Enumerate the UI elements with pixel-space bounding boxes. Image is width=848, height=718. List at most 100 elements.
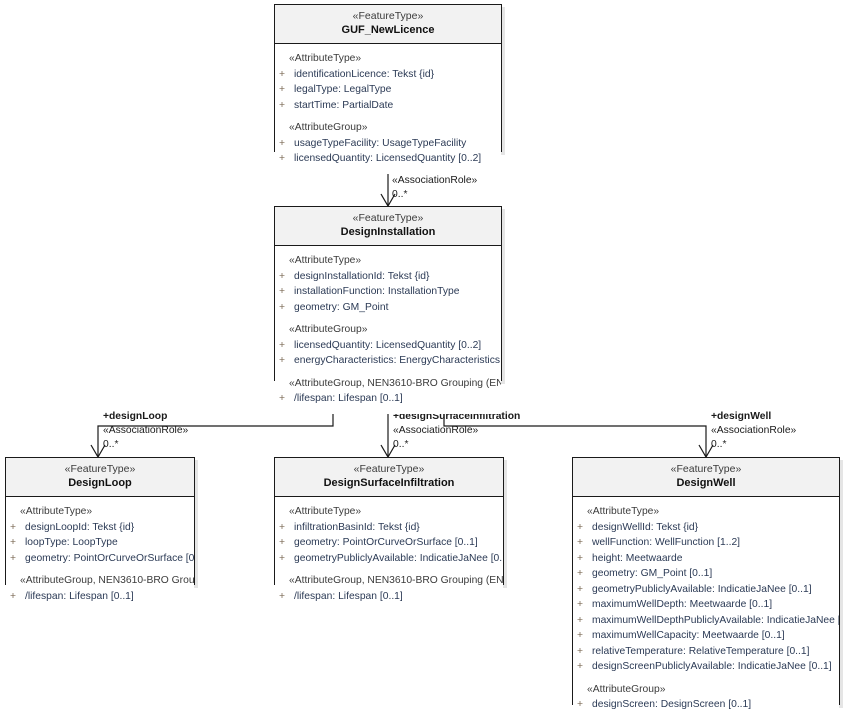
- attribute-text: maximumWellCapacity: Meetwaarde [0..1]: [592, 630, 785, 641]
- attribute-row[interactable]: + geometry: GM_Point: [275, 300, 501, 316]
- attribute-group-label: «AttributeGroup, NEN3610-BRO Grouping (E…: [289, 377, 501, 389]
- association-role-name: +designWell: [711, 411, 772, 422]
- class-box-designsurfaceinfiltration[interactable]: «FeatureType» DesignSurfaceInfiltration …: [274, 457, 504, 611]
- attribute-row[interactable]: + infiltrationBasinId: Tekst {id}: [275, 520, 503, 536]
- visibility-marker: +: [9, 590, 16, 602]
- class-box-guf-newlicence[interactable]: «FeatureType» GUF_NewLicence «AttributeT…: [274, 4, 502, 174]
- visibility-marker: +: [576, 599, 583, 610]
- class-header-designwell: «FeatureType» DesignWell: [573, 458, 839, 497]
- attribute-row[interactable]: + designLoopId: Tekst {id}: [6, 520, 194, 536]
- visibility-marker: +: [9, 537, 16, 548]
- class-name: DesignSurfaceInfiltration: [323, 477, 455, 489]
- class-name: DesignWell: [676, 477, 736, 489]
- class-header-guf-newlicence: «FeatureType» GUF_NewLicence: [275, 5, 501, 44]
- attribute-text: maximumWellDepth: Meetwaarde [0..1]: [592, 599, 773, 610]
- class-body-designsurfaceinfiltration: «AttributeType» + infiltrationBasinId: T…: [275, 497, 503, 611]
- attribute-text: legalType: LegalType: [294, 84, 392, 95]
- class-stereotype: «FeatureType»: [353, 463, 425, 475]
- attribute-row[interactable]: + maximumWellCapacity: Meetwaarde [0..1]: [573, 628, 839, 644]
- attribute-row[interactable]: + licensedQuantity: LicensedQuantity [0.…: [275, 151, 501, 167]
- attribute-row[interactable]: + designScreenPubliclyAvailable: Indicat…: [573, 659, 839, 675]
- attribute-text: /lifespan: Lifespan [0..1]: [294, 590, 403, 602]
- class-body-designinstallation: «AttributeType» + designInstallationId: …: [275, 246, 501, 414]
- attribute-row[interactable]: + wellFunction: WellFunction [1..2]: [573, 535, 839, 551]
- association-stereotype: «AssociationRole»: [711, 425, 797, 436]
- attribute-row[interactable]: + legalType: LegalType: [275, 82, 501, 98]
- association-stereotype: «AssociationRole»: [393, 425, 479, 436]
- association-role-name: +designSurfaceInfiltration: [393, 411, 521, 422]
- attribute-text: loopType: LoopType: [25, 537, 118, 548]
- attribute-text: height: Meetwaarde: [592, 552, 683, 564]
- attribute-row[interactable]: + geometryPubliclyAvailable: IndicatieJa…: [573, 582, 839, 598]
- association-multiplicity: 0..*: [392, 189, 408, 200]
- class-body-designloop: «AttributeType» + designLoopId: Tekst {i…: [6, 497, 194, 611]
- attribute-row[interactable]: + relativeTemperature: RelativeTemperatu…: [573, 644, 839, 660]
- attribute-group-label: «AttributeType»: [289, 255, 362, 266]
- visibility-marker: +: [576, 645, 583, 657]
- attribute-text: infiltrationBasinId: Tekst {id}: [294, 521, 420, 533]
- attribute-row[interactable]: + maximumWellDepthPubliclyAvailable: Ind…: [573, 613, 839, 629]
- attribute-group-label: «AttributeType»: [289, 506, 362, 517]
- visibility-marker: +: [576, 614, 583, 626]
- attribute-row[interactable]: + usageTypeFacility: UsageTypeFacility: [275, 136, 501, 152]
- attribute-row[interactable]: + energyCharacteristics: EnergyCharacter…: [275, 353, 501, 369]
- attribute-text: usageTypeFacility: UsageTypeFacility: [294, 137, 467, 149]
- attribute-row[interactable]: + height: Meetwaarde: [573, 551, 839, 567]
- association-multiplicity: 0..*: [103, 439, 119, 450]
- attribute-row[interactable]: + /lifespan: Lifespan [0..1]: [6, 589, 194, 605]
- attribute-group-label: «AttributeType»: [20, 506, 93, 517]
- association-label-designloop: +designLoop «AssociationRole» 0..*: [103, 410, 188, 452]
- attribute-row[interactable]: + loopType: LoopType: [6, 535, 194, 551]
- association-multiplicity: 0..*: [393, 439, 409, 450]
- class-header-designsurfaceinfiltration: «FeatureType» DesignSurfaceInfiltration: [275, 458, 503, 497]
- visibility-marker: +: [278, 68, 285, 80]
- attribute-text: identificationLicence: Tekst {id}: [294, 68, 435, 80]
- attribute-row[interactable]: + startTime: PartialDate: [275, 98, 501, 114]
- attribute-row[interactable]: + geometry: GM_Point [0..1]: [573, 566, 839, 582]
- attribute-text: wellFunction: WellFunction [1..2]: [592, 537, 741, 548]
- section-gap: [573, 675, 839, 682]
- attribute-row[interactable]: + maximumWellDepth: Meetwaarde [0..1]: [573, 597, 839, 613]
- section-gap: [275, 369, 501, 376]
- attribute-row[interactable]: + licensedQuantity: LicensedQuantity [0.…: [275, 338, 501, 354]
- visibility-marker: +: [576, 568, 583, 579]
- attribute-text: energyCharacteristics: EnergyCharacteris…: [294, 355, 501, 366]
- attribute-row[interactable]: + designInstallationId: Tekst {id}: [275, 269, 501, 285]
- attribute-text: maximumWellDepthPubliclyAvailable: Indic…: [592, 614, 839, 626]
- attribute-text: geometry: GM_Point: [294, 301, 389, 313]
- association-stereotype: «AssociationRole»: [103, 425, 189, 436]
- visibility-marker: +: [9, 552, 16, 564]
- class-box-designloop[interactable]: «FeatureType» DesignLoop «AttributeType»…: [5, 457, 195, 611]
- attribute-row[interactable]: + identificationLicence: Tekst {id}: [275, 67, 501, 83]
- attribute-row[interactable]: + designWellId: Tekst {id}: [573, 520, 839, 536]
- class-body-guf-newlicence: «AttributeType» + identificationLicence:…: [275, 44, 501, 174]
- attribute-text: designInstallationId: Tekst {id}: [294, 270, 430, 282]
- class-box-designinstallation[interactable]: «FeatureType» DesignInstallation «Attrib…: [274, 206, 502, 414]
- attribute-row[interactable]: + geometryPubliclyAvailable: IndicatieJa…: [275, 551, 503, 567]
- class-stereotype: «FeatureType»: [64, 463, 136, 475]
- attribute-row[interactable]: + geometry: PointOrCurveOrSurface [0..1]: [6, 551, 194, 567]
- visibility-marker: +: [278, 137, 285, 149]
- class-stereotype: «FeatureType»: [352, 212, 424, 224]
- attribute-row[interactable]: + /lifespan: Lifespan [0..1]: [275, 391, 501, 407]
- visibility-marker: +: [278, 153, 285, 164]
- attribute-text: /lifespan: Lifespan [0..1]: [25, 590, 134, 602]
- visibility-marker: +: [278, 521, 285, 533]
- attribute-group-label: «AttributeType»: [587, 506, 660, 517]
- attribute-text: /lifespan: Lifespan [0..1]: [294, 393, 403, 404]
- association-stereotype: «AssociationRole»: [392, 175, 478, 186]
- visibility-marker: +: [576, 699, 583, 710]
- visibility-marker: +: [278, 286, 285, 297]
- attribute-row[interactable]: + /lifespan: Lifespan [0..1]: [275, 589, 503, 605]
- attribute-row[interactable]: + designScreen: DesignScreen [0..1]: [573, 697, 839, 713]
- class-header-designloop: «FeatureType» DesignLoop: [6, 458, 194, 497]
- attribute-row[interactable]: + installationFunction: InstallationType: [275, 284, 501, 300]
- association-role-name: +designLoop: [103, 411, 168, 422]
- class-body-designwell: «AttributeType» + designWellId: Tekst {i…: [573, 497, 839, 718]
- association-label-designwell: +designWell «AssociationRole» 0..*: [711, 410, 796, 452]
- visibility-marker: +: [9, 521, 16, 533]
- class-stereotype: «FeatureType»: [670, 463, 742, 475]
- attribute-row[interactable]: + geometry: PointOrCurveOrSurface [0..1]: [275, 535, 503, 551]
- class-box-designwell[interactable]: «FeatureType» DesignWell «AttributeType»…: [572, 457, 840, 718]
